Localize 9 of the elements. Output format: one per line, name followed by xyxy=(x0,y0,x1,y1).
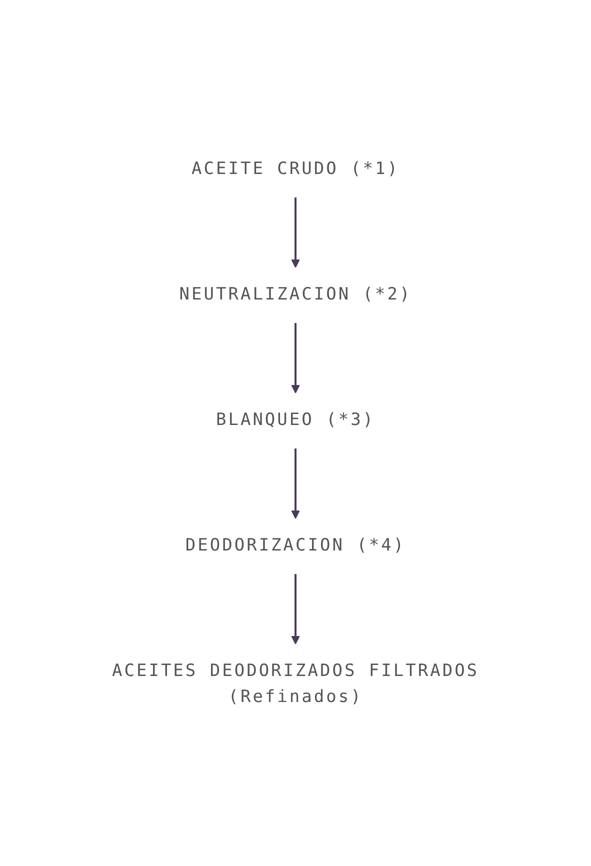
node-text: ACEITE CRUDO (*1) xyxy=(191,158,400,178)
node-text: BLANQUEO (*3) xyxy=(216,410,376,430)
node-text: DEODORIZACION (*4) xyxy=(185,535,406,555)
arrow xyxy=(291,574,300,644)
node-text: NEUTRALIZACION (*2) xyxy=(179,284,412,304)
node-text: ACEITES DEODORIZADOS FILTRADOS (Refinados) xyxy=(112,660,480,706)
arrow xyxy=(291,448,300,518)
arrow xyxy=(291,197,300,268)
arrow xyxy=(291,322,300,393)
